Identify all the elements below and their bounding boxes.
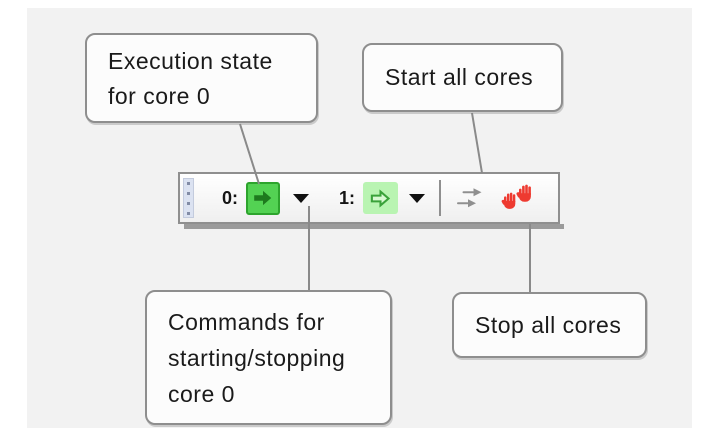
core0-run-arrow-icon bbox=[254, 190, 272, 206]
callout-text: Execution state bbox=[108, 48, 273, 74]
core1-commands-dropdown[interactable] bbox=[409, 193, 426, 203]
callout-text: for core 0 bbox=[108, 83, 211, 109]
start-all-cores-icon bbox=[457, 188, 482, 208]
core1-execution-state-button[interactable] bbox=[363, 182, 399, 214]
toolbar-grip-handle[interactable] bbox=[183, 178, 194, 218]
callout-text: Start all cores bbox=[385, 64, 534, 90]
callout-text: Commands for bbox=[168, 309, 325, 335]
callout-text: Stop all cores bbox=[475, 311, 622, 338]
callout-commands-core0: Commands for starting/stopping core 0 bbox=[145, 290, 392, 425]
core0-execution-state-button[interactable] bbox=[246, 181, 281, 215]
toolbar-separator bbox=[439, 180, 442, 216]
core1-label: 1: bbox=[339, 187, 356, 208]
multicore-debug-toolbar: 0: 1: bbox=[178, 172, 560, 224]
callout-text: starting/stopping bbox=[168, 345, 346, 371]
dropdown-caret-icon bbox=[293, 193, 310, 203]
stop-all-cores-button[interactable] bbox=[500, 182, 534, 214]
stop-all-cores-icon bbox=[501, 184, 531, 209]
callout-text: core 0 bbox=[168, 381, 235, 407]
callout-start-all-cores: Start all cores bbox=[362, 43, 563, 112]
core0-commands-dropdown[interactable] bbox=[293, 193, 310, 203]
core0-label: 0: bbox=[222, 187, 239, 208]
callout-stop-all-cores: Stop all cores bbox=[452, 292, 647, 358]
start-all-cores-button[interactable] bbox=[455, 184, 487, 212]
toolbar-drop-shadow bbox=[184, 224, 564, 229]
dropdown-caret-icon bbox=[409, 193, 426, 203]
callout-execution-state: Execution state for core 0 bbox=[85, 33, 318, 123]
core1-run-arrow-icon bbox=[370, 188, 391, 208]
